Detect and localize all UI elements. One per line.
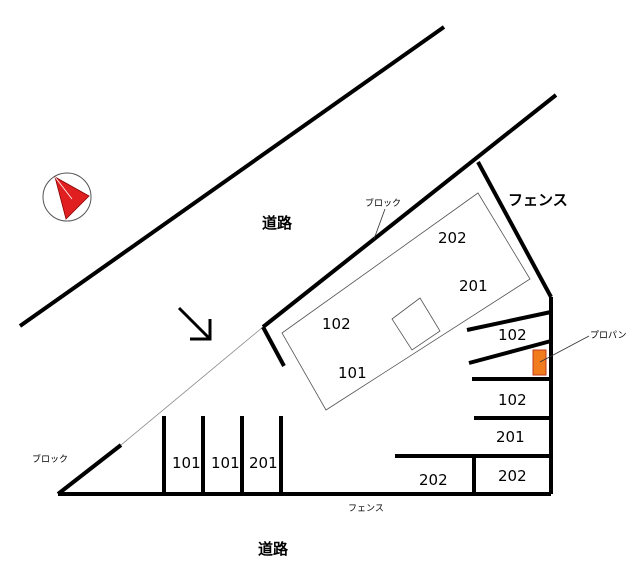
entry-arrow-icon — [177, 306, 212, 341]
block-label-top: ブロック — [365, 197, 401, 209]
road-label-top: 道路 — [262, 214, 293, 232]
thin-boundary-left — [120, 326, 264, 446]
block-label-left: ブロック — [32, 453, 68, 465]
propane-tank — [532, 349, 547, 376]
parking-left-slot-1: 101 — [172, 454, 201, 472]
parking-left-slot-2: 101 — [211, 454, 240, 472]
building-unit-101: 101 — [338, 364, 367, 382]
parking-right-slot-5: 202 — [498, 467, 527, 485]
parking-right-slot-2: 102 — [498, 391, 527, 409]
parking-right-line-1 — [466, 310, 552, 332]
block-wall-left — [56, 443, 123, 496]
fence-label-bottom: フェンス — [348, 504, 384, 514]
parking-right-line-2 — [468, 339, 552, 365]
boundary-right-diagonal — [476, 161, 553, 298]
parking-left-slot-3: 201 — [249, 454, 278, 472]
propane-leader-line — [539, 335, 590, 363]
building-inner-square — [391, 297, 441, 351]
road-edge-upper — [18, 25, 446, 328]
road-label-bottom: 道路 — [258, 540, 289, 558]
building-unit-102: 102 — [322, 315, 351, 333]
parking-right-slot-3: 201 — [496, 428, 525, 446]
block-top-leader-line — [373, 208, 386, 240]
block-wall-entry — [261, 326, 286, 367]
compass-icon — [42, 172, 92, 222]
parking-right-slot-1: 102 — [498, 326, 527, 344]
road-edge-lower — [261, 93, 558, 329]
building-unit-202: 202 — [438, 229, 467, 247]
propane-label: プロパン — [590, 330, 626, 341]
parking-right-slot-4: 202 — [419, 471, 448, 489]
building-outline — [281, 192, 531, 411]
building-unit-201: 201 — [459, 277, 488, 295]
fence-label-right: フェンス — [508, 191, 568, 209]
